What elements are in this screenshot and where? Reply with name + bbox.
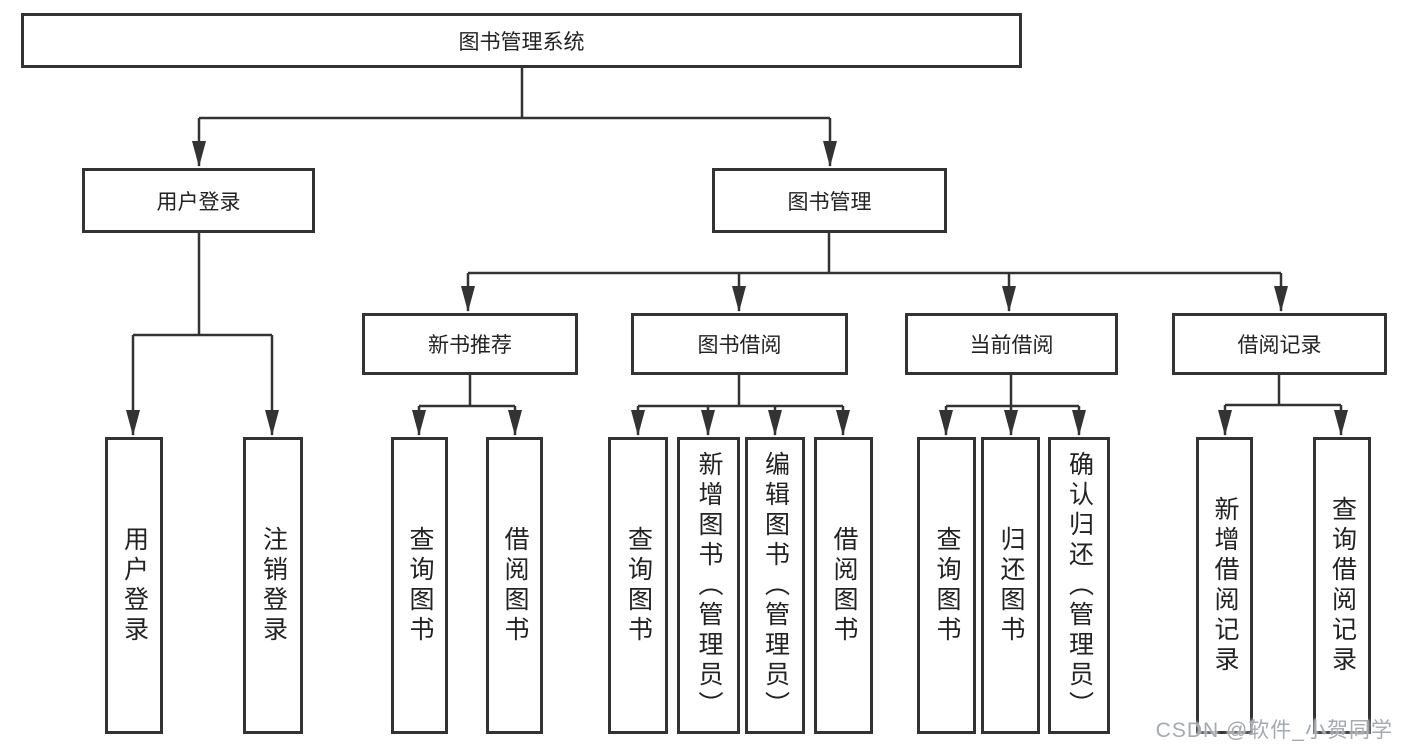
leaf-borrow-book-label: 借阅图书 — [830, 525, 858, 646]
leaf-query-borrow-record: 查询借阅记录 — [1313, 437, 1371, 734]
leaf-query-book-current-label: 查询图书 — [933, 525, 961, 646]
csdn-watermark: CSDN @软件_小贺同学 — [1155, 719, 1393, 742]
leaf-query-borrow-record-label: 查询借阅记录 — [1328, 495, 1357, 676]
leaf-return-book: 归还图书 — [981, 437, 1040, 734]
root-node-library-system: 图书管理系统 — [21, 13, 1022, 68]
leaf-edit-book-admin: 编辑图书（管理员） — [745, 437, 805, 734]
leaf-add-book-admin: 新增图书（管理员） — [677, 437, 740, 734]
node-book-management: 图书管理 — [712, 168, 947, 233]
leaf-return-book-label: 归还图书 — [997, 525, 1025, 646]
leaf-edit-book-admin-label: 编辑图书（管理员） — [761, 450, 790, 721]
node-current-borrow-label: 当前借阅 — [969, 334, 1054, 357]
leaf-borrow-book-recommend-label: 借阅图书 — [501, 525, 529, 646]
leaf-borrow-book-recommend: 借阅图书 — [486, 437, 543, 734]
node-book-borrow: 图书借阅 — [631, 313, 848, 375]
leaf-query-book-borrow-label: 查询图书 — [624, 525, 653, 646]
node-new-book-recommend: 新书推荐 — [362, 313, 578, 375]
leaf-user-login: 用户登录 — [105, 437, 163, 734]
leaf-add-borrow-record-label: 新增借阅记录 — [1211, 495, 1239, 676]
leaf-query-book-recommend: 查询图书 — [391, 437, 448, 734]
node-borrow-records-label: 借阅记录 — [1237, 334, 1322, 357]
leaf-query-book-current: 查询图书 — [917, 437, 976, 734]
leaf-logout-login: 注销登录 — [243, 437, 303, 734]
leaf-logout-login-label: 注销登录 — [259, 525, 288, 646]
leaf-add-borrow-record: 新增借阅记录 — [1196, 437, 1253, 734]
node-user-login: 用户登录 — [82, 168, 315, 233]
leaf-query-book-borrow: 查询图书 — [608, 437, 668, 734]
node-borrow-records: 借阅记录 — [1172, 313, 1387, 375]
node-new-book-recommend-label: 新书推荐 — [428, 334, 512, 357]
leaf-borrow-book: 借阅图书 — [814, 437, 873, 734]
node-current-borrow: 当前借阅 — [905, 313, 1118, 375]
leaf-confirm-return-admin-label: 确认归还（管理员） — [1065, 450, 1094, 721]
leaf-user-login-label: 用户登录 — [120, 525, 149, 646]
leaf-query-book-recommend-label: 查询图书 — [406, 525, 434, 646]
leaf-confirm-return-admin: 确认归还（管理员） — [1048, 437, 1110, 734]
root-node-label: 图书管理系统 — [458, 30, 585, 54]
node-book-borrow-label: 图书借阅 — [697, 334, 782, 357]
node-user-login-label: 用户登录 — [156, 190, 241, 214]
leaf-add-book-admin-label: 新增图书（管理员） — [695, 450, 723, 721]
node-book-management-label: 图书管理 — [787, 190, 872, 214]
